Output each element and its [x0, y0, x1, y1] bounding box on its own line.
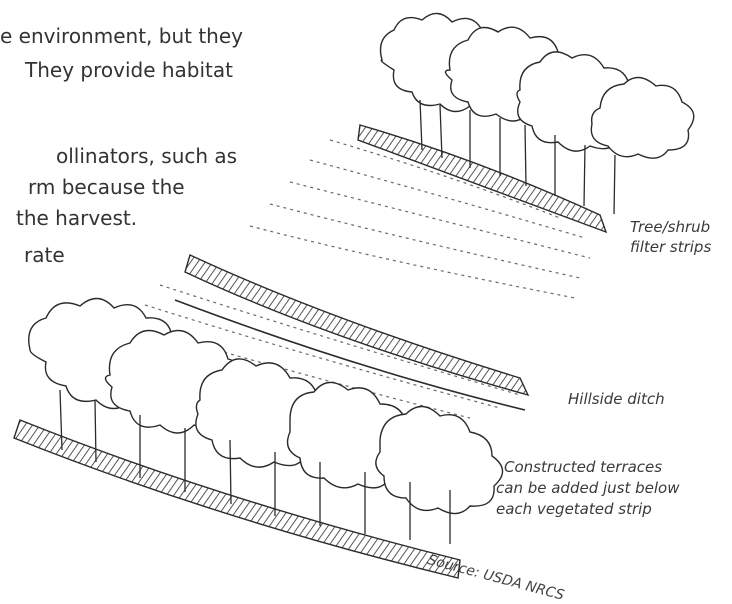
label-terraces-line-3: each vegetated strip	[496, 500, 652, 519]
label-hillside-ditch: Hillside ditch	[568, 390, 665, 409]
label-tree-shrub-line-2: filter strips	[630, 238, 711, 257]
label-terraces-line-1: Constructed terraces	[504, 458, 662, 477]
label-tree-shrub-line-1: Tree/shrub	[630, 218, 710, 237]
label-terraces-line-2: can be added just below	[496, 479, 680, 498]
